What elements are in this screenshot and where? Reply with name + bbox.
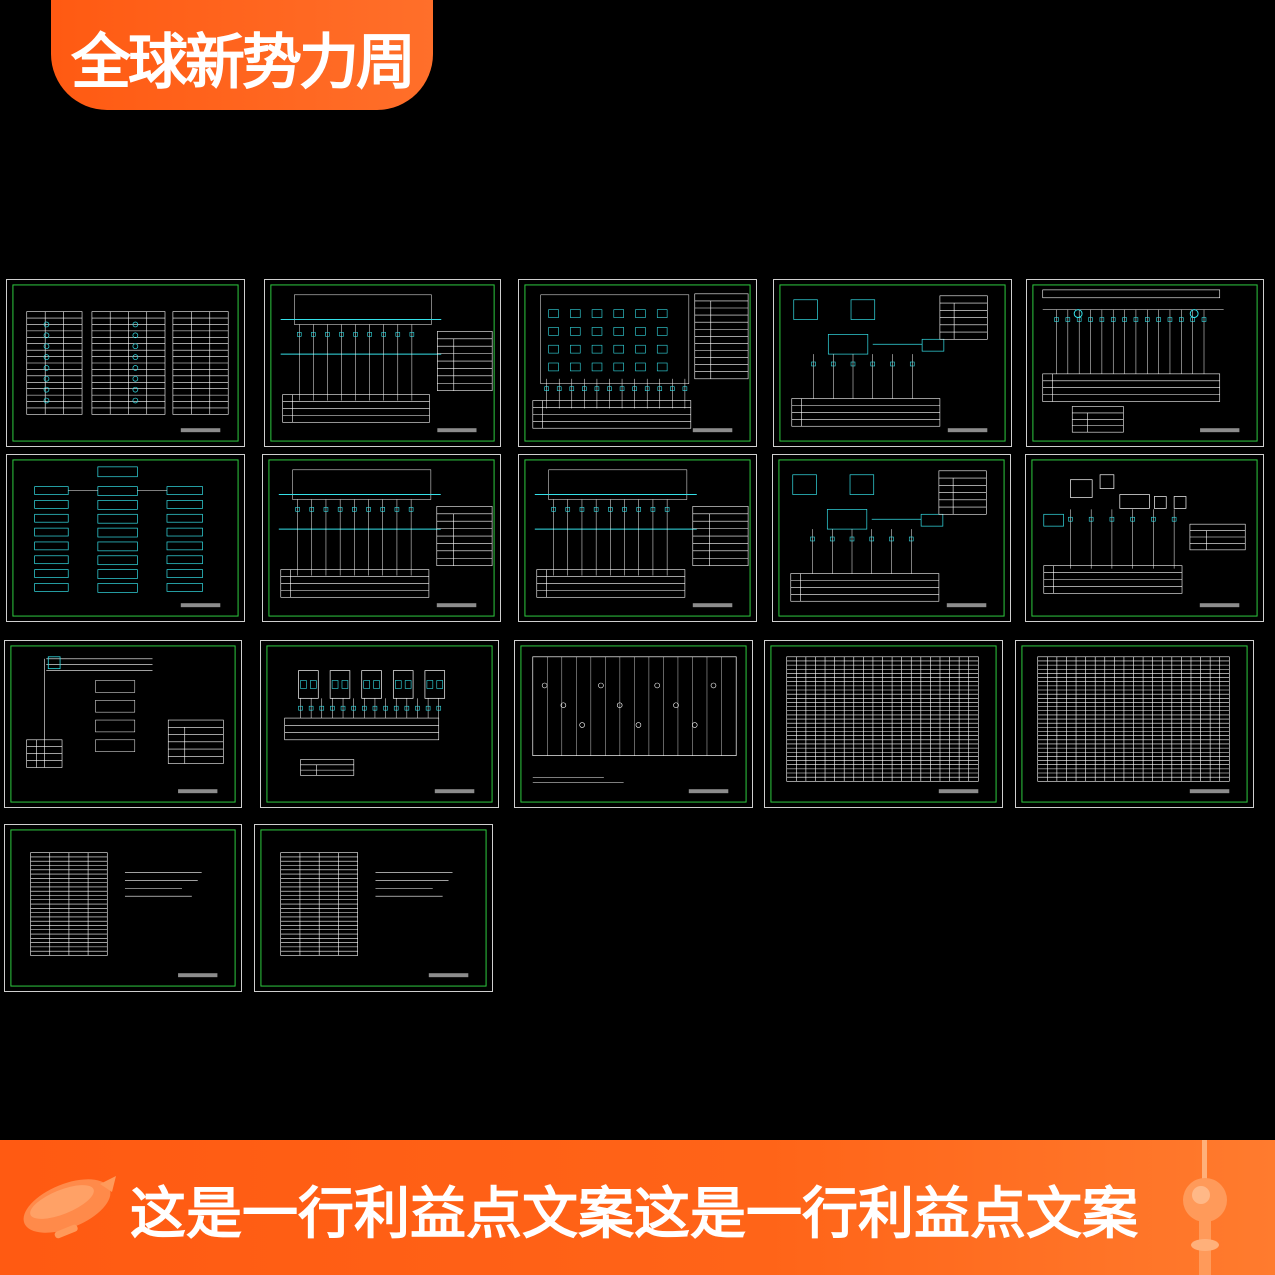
drawing-schematic (270, 284, 495, 442)
drawing-legend (12, 284, 239, 442)
drawing-schematic (268, 459, 495, 617)
drawing-thumbnail (773, 279, 1012, 447)
badge-text: 全球新势力周 (71, 27, 416, 98)
drawing-thumbnail (254, 824, 493, 992)
drawing-bus (1032, 284, 1258, 442)
drawing-panel (520, 645, 747, 803)
drawing-wiring (10, 645, 236, 803)
drawing-thumbnail (6, 279, 245, 447)
top-badge: 全球新势力周 (51, 0, 433, 110)
drawing-schematic-sparse (778, 459, 1005, 617)
drawing-table (1021, 645, 1248, 803)
drawing-schematic-grid (524, 284, 751, 442)
drawing-schematic-sparse (779, 284, 1006, 442)
drawing-thumbnail (4, 824, 242, 992)
drawing-thumbnail (264, 279, 501, 447)
drawing-thumbnail (518, 454, 757, 622)
drawing-notes (260, 829, 487, 987)
drawing-thumbnail (772, 454, 1011, 622)
airship-icon (23, 1176, 116, 1239)
drawing-thumbnail (6, 454, 245, 622)
drawing-thumbnail (262, 454, 501, 622)
drawing-schematic (524, 459, 751, 617)
drawing-thumbnail (1015, 640, 1254, 808)
drawing-thumbnail (1026, 279, 1264, 447)
drawing-table (770, 645, 997, 803)
drawing-notes (10, 829, 236, 987)
drawing-thumbnail (1025, 454, 1264, 622)
drawing-thumbnail (514, 640, 753, 808)
drawing-thumbnail (4, 640, 242, 808)
drawing-flowchart (12, 459, 239, 617)
drawing-modules (266, 645, 493, 803)
drawing-thumbnail (260, 640, 499, 808)
drawing-thumbnail (518, 279, 757, 447)
bottom-banner: 这是一行利益点文案这是一行利益点文案 (0, 1140, 1275, 1275)
drawing-thumbnail (764, 640, 1003, 808)
drawing-equipment (1031, 459, 1258, 617)
tower-icon (1183, 1140, 1227, 1275)
slogan-text: 这是一行利益点文案这是一行利益点文案 (130, 1182, 1138, 1247)
